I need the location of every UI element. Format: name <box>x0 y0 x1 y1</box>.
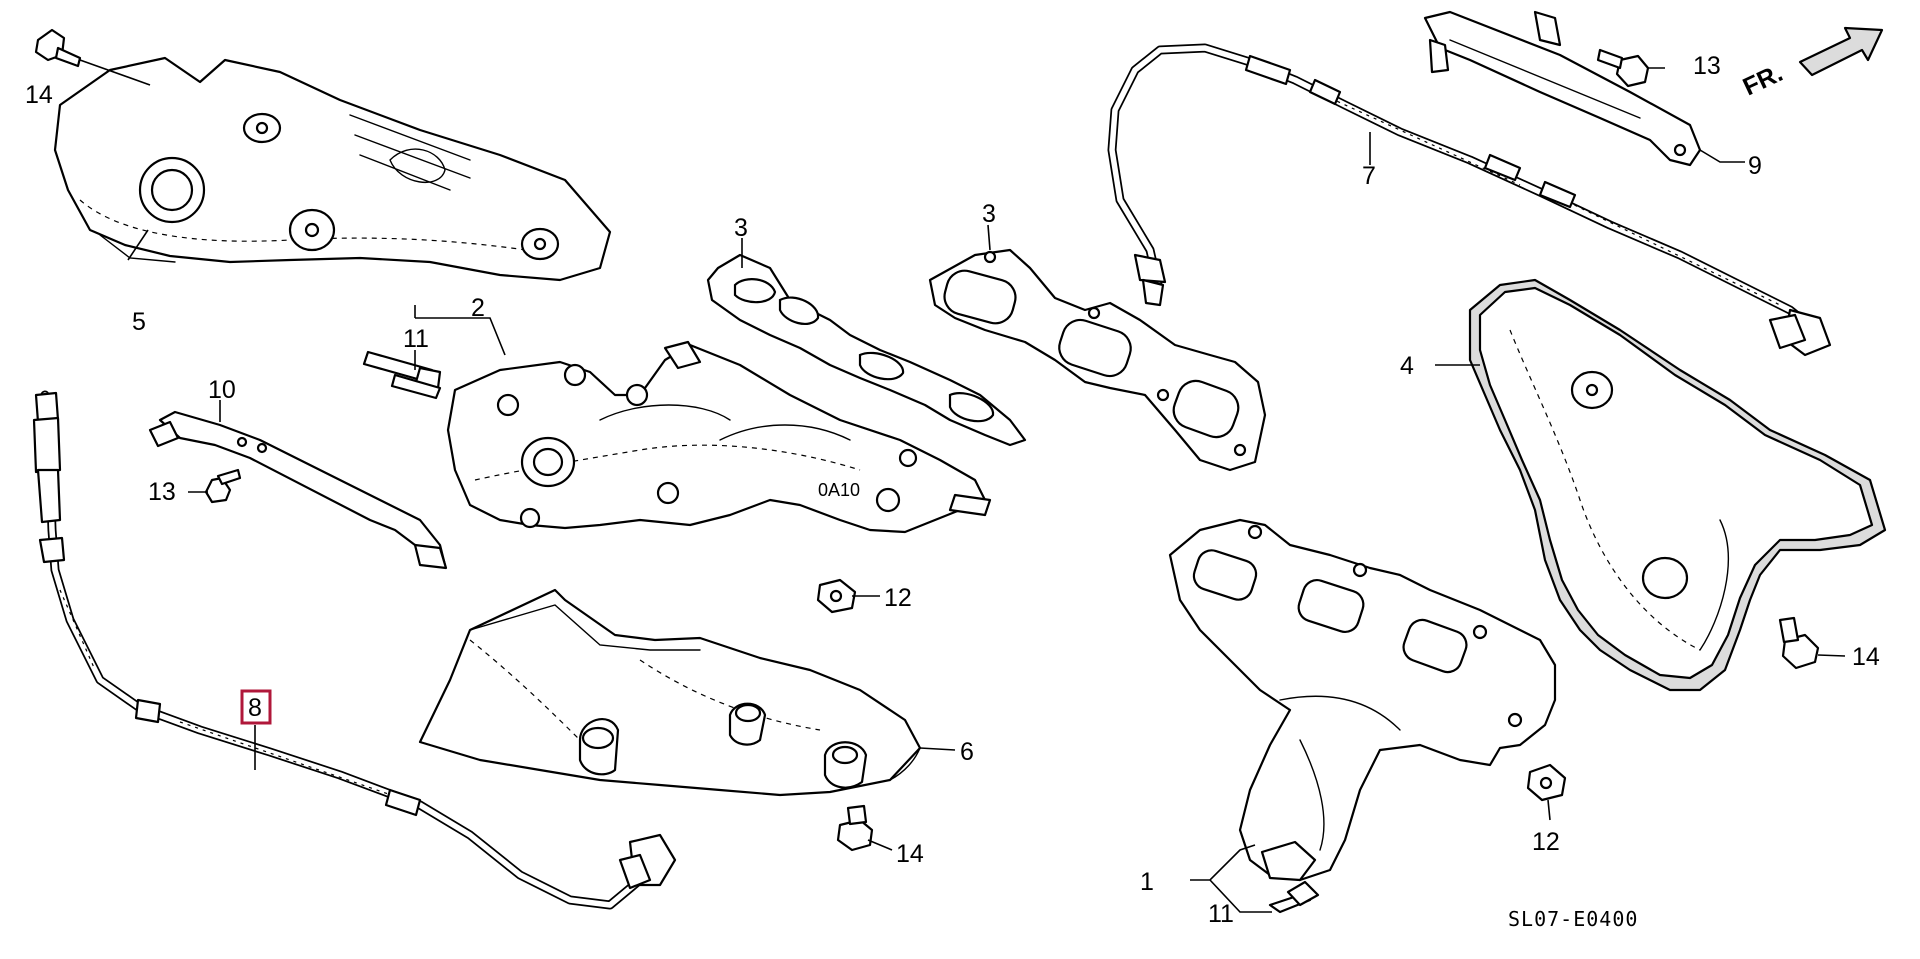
nut-12-center[interactable] <box>816 578 880 614</box>
callout-14-top-left: 14 <box>25 81 53 109</box>
callout-8: 8 <box>248 694 262 722</box>
callout-9: 9 <box>1748 152 1762 180</box>
bracket-9[interactable] <box>1423 10 1702 167</box>
callout-7: 7 <box>1362 162 1376 190</box>
exhaust-manifold-front-2[interactable] <box>446 340 992 534</box>
gasket-3-right[interactable] <box>928 248 1267 472</box>
callout-1: 1 <box>1140 868 1154 896</box>
bolt-13-left[interactable] <box>188 468 242 504</box>
callout-14-bottom-center: 14 <box>896 840 924 868</box>
heat-shield-right-4[interactable] <box>1468 278 1887 692</box>
callout-11-upper: 11 <box>403 325 429 353</box>
callout-11-lower: 11 <box>1208 900 1234 928</box>
diagram-code: SL07-E0400 <box>1508 907 1638 931</box>
callout-4: 4 <box>1400 352 1414 380</box>
callout-12-right: 12 <box>1532 828 1560 856</box>
front-arrow-icon <box>1798 26 1884 77</box>
callout-6: 6 <box>960 738 974 766</box>
oxygen-sensor-front-7[interactable] <box>1107 43 1832 357</box>
gasket-3-left[interactable] <box>706 253 1027 447</box>
front-direction-label: FR. <box>1739 59 1787 101</box>
bolt-14-bottom-center[interactable] <box>836 804 893 852</box>
heat-shield-upper-5[interactable] <box>53 56 612 282</box>
heat-shield-lower-6[interactable] <box>418 588 922 797</box>
front-direction-indicator: FR. <box>1739 26 1884 101</box>
callout-3-left: 3 <box>734 214 748 242</box>
manifold-casting-stamp: 0A10 <box>818 480 860 500</box>
bolt-13-right[interactable] <box>1596 48 1665 88</box>
callout-13-left: 13 <box>148 478 176 506</box>
nut-12-right[interactable] <box>1526 763 1567 821</box>
bolt-14-top-left[interactable] <box>34 28 151 86</box>
callout-10: 10 <box>208 376 236 404</box>
bolt-14-right[interactable] <box>1778 616 1846 670</box>
callout-3-right: 3 <box>982 200 996 228</box>
bracket-10[interactable] <box>148 410 448 570</box>
callout-2: 2 <box>471 294 485 322</box>
callout-8-highlighted[interactable]: 8 <box>240 689 272 725</box>
callout-13-right: 13 <box>1693 52 1721 80</box>
callout-14-right: 14 <box>1852 643 1880 671</box>
stud-11-lower[interactable] <box>1268 880 1320 914</box>
stud-11-mid[interactable] <box>390 373 442 400</box>
callout-5: 5 <box>132 308 146 336</box>
exhaust-manifold-rear-1[interactable] <box>1168 518 1557 882</box>
oxygen-sensor-rear-8[interactable] <box>32 390 677 910</box>
callout-12-center: 12 <box>884 584 912 612</box>
